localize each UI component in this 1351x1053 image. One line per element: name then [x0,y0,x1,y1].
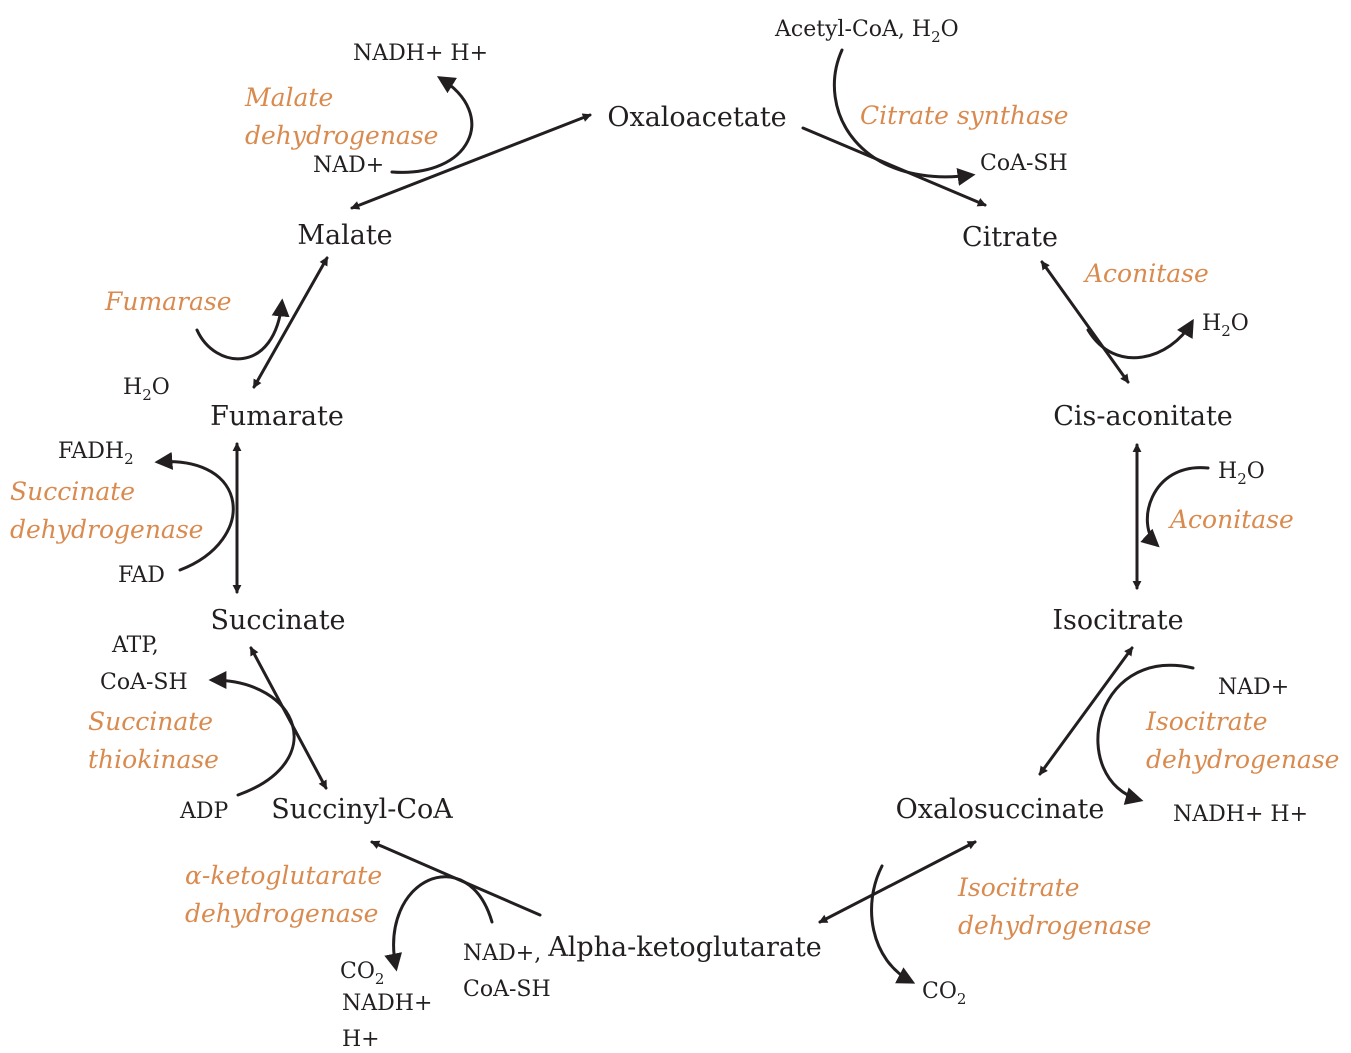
enzyme-succinate-thiokinase-line1: Succinate [88,707,213,736]
cofactor-atp-line1: ATP, [111,633,159,658]
enzyme-succinate-thiokinase-line2: thiokinase [88,745,219,774]
cofactor-labels: Acetyl-CoA, H2O CoA-SH H2O H2O NAD+ NADH… [58,17,1308,1052]
enzyme-succinate-dh-line1: Succinate [10,477,135,506]
arrow-aconitase-h2o-in [1140,466,1210,548]
arrow-acetylcoa-coash [832,48,976,186]
enzyme-aconitase-2: Aconitase [1168,505,1294,534]
metabolite-cis-aconitate: Cis-aconitate [1053,401,1233,432]
cofactor-fad: FAD [118,563,165,588]
cofactor-co2-oxalosuccinate: CO2 [922,979,966,1008]
arrow-fumarase-h2o [195,298,290,361]
arrow-fumarate-malate [252,256,329,389]
arrow-citrate-cisaconitate [1040,260,1130,384]
cofactor-atp-line2: CoA-SH [100,670,188,695]
metabolite-labels: Oxaloacetate Citrate Cis-aconitate Isoci… [210,102,1233,963]
enzyme-isocitrate-dh-1-line2: dehydrogenase [1146,745,1339,774]
metabolite-oxaloacetate: Oxaloacetate [607,102,786,133]
metabolite-succinyl-coa: Succinyl-CoA [271,794,453,825]
cofactor-nad-malate: NAD+ [313,153,384,178]
enzyme-malate-dh-line2: dehydrogenase [245,121,438,150]
arrow-isocitrate-nad-nadh [1096,664,1195,805]
arrow-fad-fadh2 [154,451,235,572]
enzyme-aconitase-1: Aconitase [1083,259,1209,288]
cofactor-coash-citrate: CoA-SH [980,151,1068,176]
enzyme-isocitrate-dh-2-line1: Isocitrate [957,873,1080,902]
cofactor-nad-coash-akg-line1: NAD+, [463,941,541,966]
cofactor-h2o-fumarase: H2O [123,375,170,404]
cofactor-nadh-isocitrate: NADH+ H+ [1173,802,1308,827]
cofactor-nadh-malate: NADH+ H+ [353,41,488,66]
arrow-adp-atp [208,671,296,797]
enzyme-labels: Citrate synthase Aconitase Aconitase Iso… [10,83,1339,940]
arrow-akg-nad-co2 [384,875,494,972]
cofactor-fadh2: FADH2 [58,439,134,468]
arrow-malate-oxaloacetate [350,113,592,210]
metabolite-fumarate: Fumarate [210,401,344,432]
enzyme-malate-dh-line1: Malate [244,83,333,112]
enzyme-citrate-synthase: Citrate synthase [860,101,1069,130]
enzyme-akg-dh-line2: dehydrogenase [185,899,378,928]
metabolite-isocitrate: Isocitrate [1052,605,1183,636]
arrow-malate-nad-nadh [390,76,474,174]
cofactor-nad-coash-akg-line2: CoA-SH [463,977,551,1002]
cofactor-nad-isocitrate: NAD+ [1218,675,1289,700]
cofactor-adp: ADP [179,799,229,824]
metabolite-alpha-ketoglutarate: Alpha-ketoglutarate [547,932,822,963]
arrow-isocitrate-oxalosuccinate [1038,646,1134,776]
arrow-aconitase-h2o-out [1086,318,1194,360]
metabolite-succinate: Succinate [210,605,345,636]
enzyme-succinate-dh-line2: dehydrogenase [10,515,203,544]
cofactor-nadh-akg-line1: NADH+ [342,991,432,1016]
cofactor-h2o-aconitase-out: H2O [1202,311,1249,340]
enzyme-isocitrate-dh-2-line2: dehydrogenase [958,911,1151,940]
cofactor-acetyl-coa-h2o: Acetyl-CoA, H2O [774,17,959,46]
cofactor-nadh-akg-line2: H+ [342,1027,380,1052]
enzyme-fumarase: Fumarase [104,287,232,316]
metabolite-malate: Malate [297,220,392,251]
metabolite-oxalosuccinate: Oxalosuccinate [896,794,1105,825]
cofactor-arrows [154,48,1210,984]
enzyme-akg-dh-line1: α-ketoglutarate [185,861,382,890]
arrow-oxalosuccinate-akg [818,840,977,924]
metabolite-citrate: Citrate [962,222,1058,253]
cofactor-co2-akg: CO2 [340,959,384,988]
arrow-oxalosuccinate-co2 [870,864,916,984]
cofactor-h2o-aconitase-in: H2O [1218,459,1265,488]
enzyme-isocitrate-dh-1-line1: Isocitrate [1145,707,1268,736]
